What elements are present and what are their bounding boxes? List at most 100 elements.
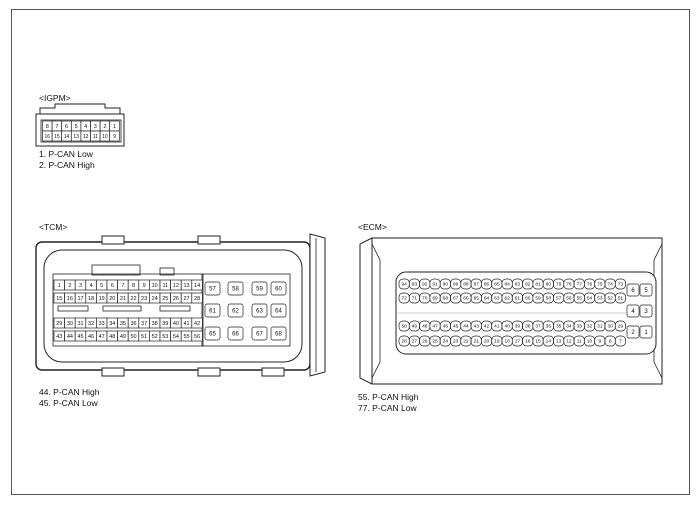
ecm-pin-59: 59: [532, 292, 544, 304]
ecm-note-2: 77. P-CAN Low: [358, 403, 417, 413]
ecm-pin-31: 31: [594, 320, 606, 332]
ecm-pin-7-label: 7: [619, 339, 622, 345]
tcm-pin-30: 30: [64, 317, 76, 329]
tcm-pin-55-label: 55: [183, 334, 189, 340]
ecm-pin-80: 80: [542, 278, 554, 290]
ecm-pin-2: 2: [626, 325, 640, 339]
ecm-pin-18: 18: [501, 335, 513, 347]
igpm-pin-2: 2: [99, 120, 111, 132]
ecm-pin-54-label: 54: [587, 296, 593, 302]
ecm-pin-60-label: 60: [525, 296, 531, 302]
tcm-pin-22: 22: [127, 292, 140, 304]
tcm-pin-14: 14: [191, 279, 203, 291]
ecm-title: <ECM>: [358, 222, 387, 232]
tcm-pin-25: 25: [159, 292, 171, 304]
tcm-pin-6: 6: [106, 279, 118, 291]
ecm-pin-4-label: 4: [631, 309, 635, 315]
ecm-pin-40: 40: [501, 320, 513, 332]
ecm-pin-86-label: 86: [484, 282, 490, 288]
ecm-pin-69: 69: [429, 292, 441, 304]
ecm-pin-63-label: 63: [494, 296, 500, 302]
tcm-pin-29-label: 29: [56, 321, 62, 327]
ecm-pin-29-label: 29: [618, 324, 624, 330]
ecm-pin-42: 42: [481, 320, 493, 332]
ecm-pin-38-label: 38: [525, 324, 531, 330]
ecm-pin-67: 67: [450, 292, 462, 304]
ecm-pin-12: 12: [563, 335, 575, 347]
tcm-pin-64: 64: [270, 303, 287, 318]
ecm-pin-46: 46: [439, 320, 451, 332]
tcm-pin-5: 5: [96, 279, 108, 291]
tcm-pin-16-label: 16: [67, 296, 73, 302]
ecm-pin-21: 21: [470, 335, 482, 347]
tcm-pin-6-label: 6: [111, 283, 114, 289]
ecm-pin-15-label: 15: [535, 339, 541, 345]
ecm-pin-34: 34: [563, 320, 575, 332]
ecm-pin-88: 88: [460, 278, 472, 290]
ecm-pin-25-label: 25: [432, 339, 438, 345]
ecm-pin-8-label: 8: [609, 339, 612, 345]
ecm-pin-85-label: 85: [494, 282, 500, 288]
tcm-pin-7-label: 7: [121, 283, 124, 289]
tcm-pin-42: 42: [191, 317, 203, 329]
ecm-pin-27: 27: [408, 335, 420, 347]
ecm-pin-39-label: 39: [515, 324, 521, 330]
igpm-pin-2-label: 2: [103, 124, 106, 130]
ecm-pin-51-label: 51: [618, 296, 624, 302]
igpm-pin-15: 15: [51, 130, 63, 142]
ecm-pin-76-label: 76: [587, 282, 593, 288]
tcm-pin-9-label: 9: [143, 283, 146, 289]
ecm-pin-71-label: 71: [412, 296, 418, 302]
ecm-pin-61-label: 61: [515, 296, 521, 302]
ecm-pin-82: 82: [522, 278, 534, 290]
tcm-pin-38: 38: [149, 317, 161, 329]
tcm-pin-10: 10: [149, 279, 161, 291]
tcm-pin-20: 20: [106, 292, 118, 304]
ecm-pin-23-label: 23: [453, 339, 459, 345]
ecm-pin-83: 83: [511, 278, 523, 290]
ecm-pin-55-label: 55: [577, 296, 583, 302]
ecm-pin-34-label: 34: [566, 324, 572, 330]
igpm-pin-1: 1: [109, 120, 120, 132]
tcm-pin-43: 43: [53, 330, 65, 342]
ecm-pin-47-label: 47: [432, 324, 438, 330]
ecm-pin-30-label: 30: [607, 324, 613, 330]
tcm-pin-37-label: 37: [141, 321, 147, 327]
ecm-pin-59-label: 59: [535, 296, 541, 302]
tcm-pin-2: 2: [64, 279, 76, 291]
ecm-pin-17-label: 17: [515, 339, 521, 345]
ecm-pin-61: 61: [511, 292, 523, 304]
tcm-pin-15-label: 15: [56, 296, 62, 302]
tcm-pin-42-label: 42: [194, 321, 200, 327]
ecm-pin-53-label: 53: [597, 296, 603, 302]
ecm-pin-30: 30: [604, 320, 616, 332]
igpm-note-2: 2. P-CAN High: [39, 160, 95, 170]
diagram-frame: [11, 9, 690, 495]
tcm-pin-44: 44: [64, 330, 76, 342]
tcm-pin-32: 32: [85, 317, 97, 329]
ecm-pin-19: 19: [491, 335, 503, 347]
ecm-pin-4: 4: [626, 304, 640, 318]
igpm-pin-3: 3: [90, 120, 101, 132]
tcm-title: <TCM>: [39, 222, 68, 232]
tcm-pin-63-label: 63: [256, 309, 263, 315]
ecm-pin-63: 63: [491, 292, 503, 304]
ecm-pin-74-label: 74: [607, 282, 613, 288]
ecm-pin-45-label: 45: [453, 324, 459, 330]
ecm-pin-13-label: 13: [556, 339, 562, 345]
ecm-pin-64-label: 64: [484, 296, 490, 302]
igpm-pin-14-label: 14: [64, 134, 70, 140]
tcm-note-1: 44. P-CAN High: [39, 387, 100, 397]
ecm-pin-24: 24: [439, 335, 451, 347]
ecm-pin-11: 11: [573, 335, 585, 347]
tcm-pin-27-label: 27: [183, 296, 189, 302]
ecm-pin-23: 23: [450, 335, 462, 347]
tcm-pin-4-label: 4: [90, 283, 93, 289]
ecm-pin-40-label: 40: [504, 324, 510, 330]
igpm-pin-6: 6: [61, 120, 72, 132]
ecm-pin-36-label: 36: [546, 324, 552, 330]
ecm-pin-37-label: 37: [535, 324, 541, 330]
ecm-pin-5-label: 5: [644, 288, 648, 294]
